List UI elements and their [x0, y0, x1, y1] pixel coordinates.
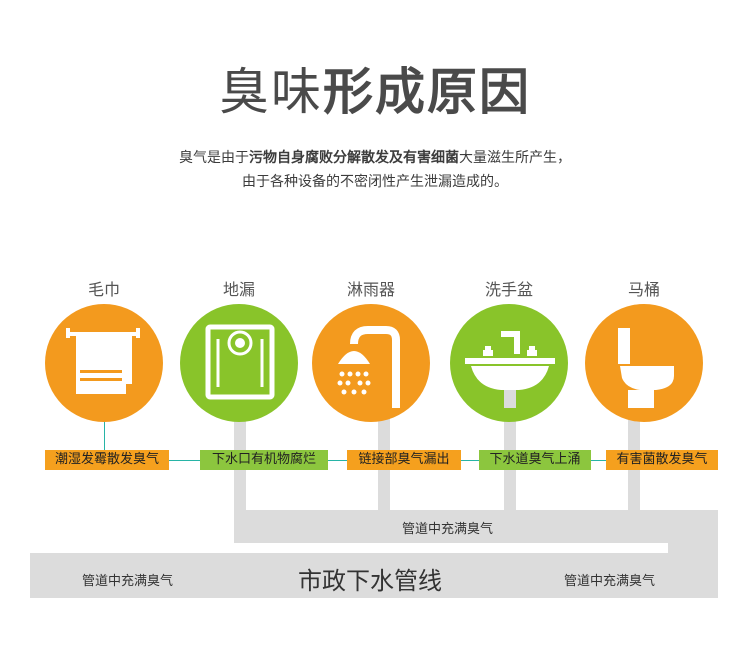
shower-circle	[312, 304, 430, 422]
pipe-drain-drop	[234, 398, 246, 543]
main-pipe-right-label: 管道中充满臭气	[564, 574, 656, 589]
towel-icon	[66, 328, 140, 394]
main-pipe-label: 市政下水管线	[298, 567, 442, 595]
description-line-2: 由于各种设备的不密闭性产生泄漏造成的。	[242, 174, 508, 190]
main-pipe-left-label: 管道中充满臭气	[82, 574, 174, 589]
pipe-branch-horizontal	[234, 510, 718, 543]
pipe-gap	[234, 543, 668, 553]
item-label-toilet: 马桶	[627, 280, 660, 299]
towel-connector-line	[104, 418, 105, 460]
description-text-a: 臭气是由于	[179, 150, 249, 166]
toilet-icon	[618, 328, 674, 408]
item-label-towel: 毛巾	[87, 280, 120, 299]
cause-box-towel: 潮湿发霉散发臭气	[45, 450, 169, 470]
description-text-bold: 污物自身腐败分解散发及有害细菌	[249, 150, 459, 166]
pipe-main	[30, 553, 718, 598]
item-label-basin: 洗手盆	[484, 280, 533, 299]
item-label-shower: 淋雨器	[346, 280, 395, 299]
page-title: 臭味形成原因	[0, 62, 750, 122]
washbasin-icon	[465, 331, 555, 408]
drain-circle	[180, 304, 298, 422]
cause-box-toilet: 有害菌散发臭气	[606, 450, 718, 470]
cause-box-drain: 下水口有机物腐烂	[200, 450, 328, 470]
title-light: 臭味	[219, 63, 323, 121]
floor-drain-icon	[205, 324, 275, 400]
description: 臭气是由于污物自身腐败分解散发及有害细菌大量滋生所产生， 由于各种设备的不密闭性…	[0, 146, 750, 194]
cause-box-shower: 链接部臭气漏出	[347, 450, 461, 470]
item-label-drain: 地漏	[222, 280, 255, 299]
branch-pipe-label: 管道中充满臭气	[402, 522, 494, 537]
description-text-b: 大量滋生所产生，	[459, 150, 571, 166]
title-bold: 形成原因	[323, 63, 531, 121]
description-line-1: 臭气是由于污物自身腐败分解散发及有害细菌大量滋生所产生，	[0, 146, 750, 170]
shower-icon	[337, 326, 400, 408]
cause-box-basin: 下水道臭气上涌	[479, 450, 591, 470]
